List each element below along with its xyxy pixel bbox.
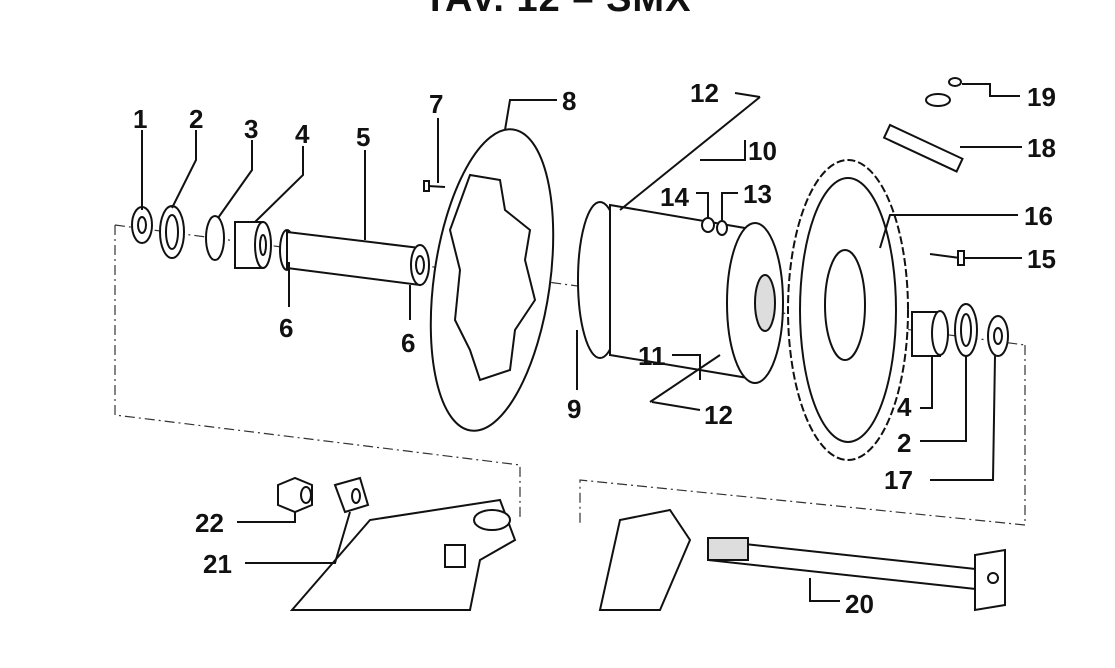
swingarm-left xyxy=(289,498,517,611)
callout-15: 15 xyxy=(1027,244,1056,274)
bearing-part-4-right xyxy=(911,310,949,357)
callout-12-bottom: 12 xyxy=(704,400,733,430)
swingarm-right xyxy=(598,508,692,611)
hub-part-9 xyxy=(577,201,784,384)
callout-21: 21 xyxy=(203,549,232,579)
callout-19: 19 xyxy=(1027,82,1056,112)
sprocket-part-16 xyxy=(787,159,909,461)
callout-4: 4 xyxy=(295,119,310,149)
callout-2-right: 2 xyxy=(897,428,911,458)
callout-7: 7 xyxy=(429,89,443,119)
callout-2: 2 xyxy=(189,104,203,134)
callout-8: 8 xyxy=(562,86,576,116)
callout-10: 10 xyxy=(748,136,777,166)
nut-part-22 xyxy=(277,476,313,514)
diagram-title: TAV. 12 – SMX xyxy=(0,0,1115,21)
callout-22: 22 xyxy=(195,508,224,538)
assembly-guide-right xyxy=(579,345,1026,526)
assembly-guide-left xyxy=(114,225,521,520)
callout-1: 1 xyxy=(133,104,147,134)
axle-part-20 xyxy=(707,537,1006,612)
callout-12-top: 12 xyxy=(690,78,719,108)
callout-11: 11 xyxy=(638,341,666,371)
screw-part-11 xyxy=(649,354,721,403)
callout-6-right: 6 xyxy=(401,328,415,358)
rod-part-10 xyxy=(619,96,761,211)
leader-lines xyxy=(141,83,1022,602)
callout-14: 14 xyxy=(660,182,689,212)
washer-part-13 xyxy=(716,220,728,236)
chain-part-18 xyxy=(882,123,964,173)
bolt-part-15 xyxy=(929,250,965,266)
callout-5: 5 xyxy=(356,122,370,152)
plate-part-21 xyxy=(333,476,370,514)
bearing-part-4 xyxy=(234,221,272,269)
nut-part-14 xyxy=(701,217,715,233)
callout-6-left: 6 xyxy=(279,313,293,343)
circlip-part-3 xyxy=(205,215,225,261)
screw-part-7 xyxy=(423,180,446,192)
seal-part-17 xyxy=(987,315,1009,357)
callout-13: 13 xyxy=(743,179,772,209)
callout-3: 3 xyxy=(244,114,258,144)
callout-9: 9 xyxy=(567,394,581,424)
chain-link-part-19 xyxy=(925,77,962,107)
callout-17: 17 xyxy=(884,465,913,495)
callout-4-right: 4 xyxy=(897,392,912,422)
callout-16: 16 xyxy=(1024,201,1053,231)
callout-18: 18 xyxy=(1027,133,1056,163)
spacer-tube-part-5 xyxy=(279,229,430,287)
ring-part-2-right xyxy=(954,303,978,357)
ring-part-2 xyxy=(159,205,185,259)
seal-part-1 xyxy=(131,206,153,244)
brake-disc-part-8 xyxy=(429,128,555,432)
callout-20: 20 xyxy=(845,589,874,619)
